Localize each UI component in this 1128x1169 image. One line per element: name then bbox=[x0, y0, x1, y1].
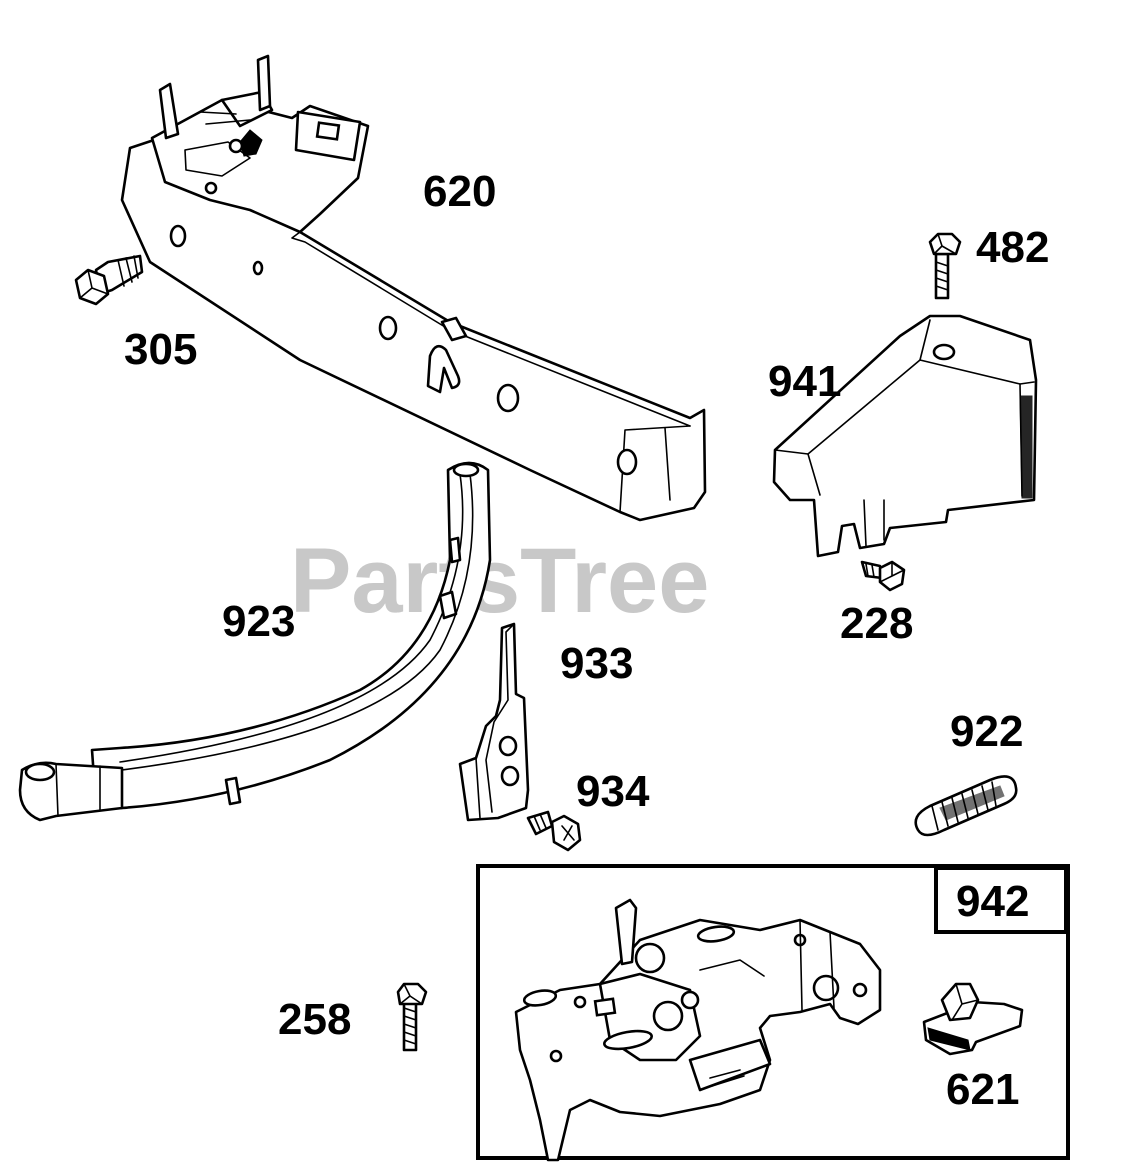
label-922: 922 bbox=[950, 707, 1023, 756]
label-941: 941 bbox=[768, 357, 841, 406]
part-941-cover bbox=[772, 314, 1038, 558]
kit-box-942 bbox=[476, 864, 1070, 1160]
watermark: PartsTree bbox=[290, 530, 709, 632]
label-620: 620 bbox=[423, 167, 496, 216]
label-228: 228 bbox=[840, 599, 913, 648]
part-922-spring bbox=[914, 775, 1018, 837]
label-933: 933 bbox=[560, 639, 633, 688]
label-923: 923 bbox=[222, 597, 295, 646]
part-228-screw bbox=[860, 560, 906, 592]
part-923-spring-link bbox=[18, 461, 492, 822]
label-934: 934 bbox=[576, 767, 650, 816]
label-258: 258 bbox=[278, 995, 351, 1044]
part-258-bolt bbox=[396, 982, 428, 1052]
part-governor-control-assembly bbox=[514, 898, 882, 1162]
label-621: 621 bbox=[946, 1065, 1019, 1114]
part-933-bracket bbox=[458, 622, 530, 822]
part-621-clip bbox=[922, 982, 1024, 1056]
part-482-screw bbox=[928, 232, 962, 300]
part-620-control-bracket bbox=[120, 54, 707, 522]
label-482: 482 bbox=[976, 223, 1049, 272]
label-942: 942 bbox=[956, 877, 1029, 926]
part-934-screw bbox=[526, 810, 582, 852]
part-305-bolt bbox=[74, 254, 144, 306]
label-305: 305 bbox=[124, 325, 197, 374]
